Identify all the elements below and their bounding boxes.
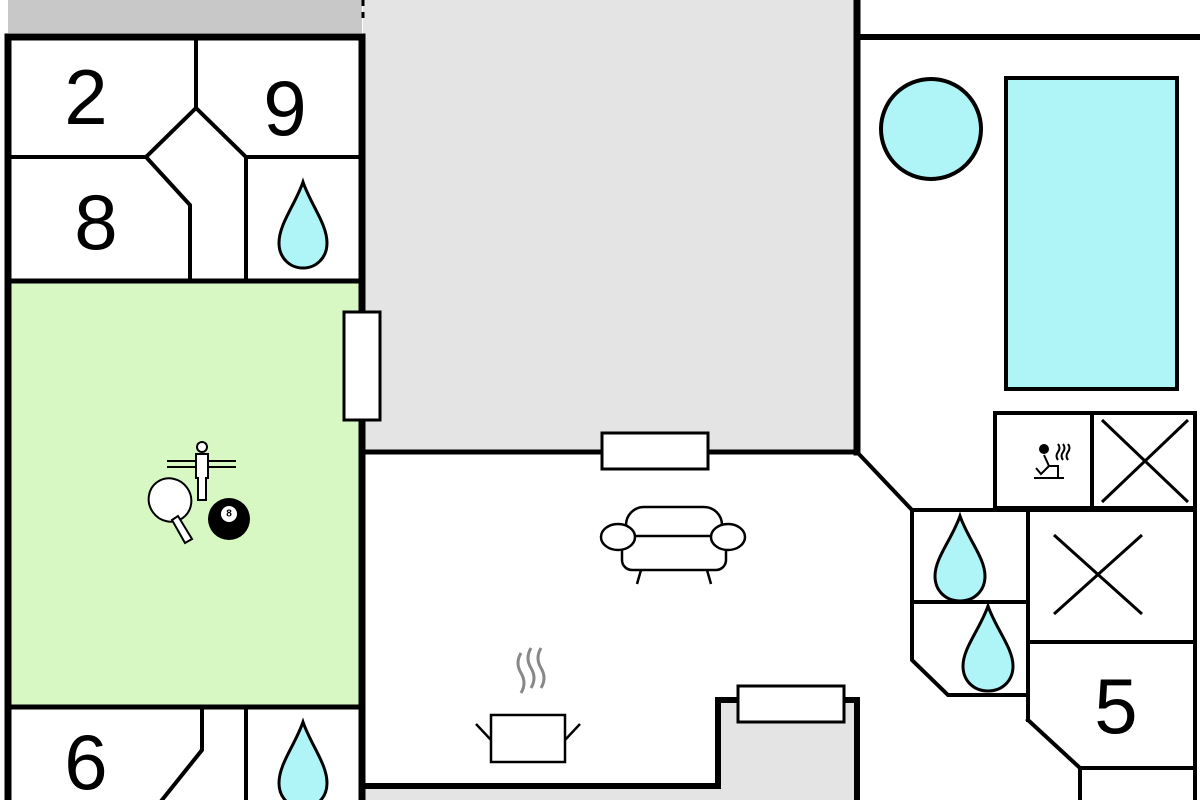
no-access-cross-icon xyxy=(1052,533,1144,616)
svg-text:8: 8 xyxy=(226,509,232,520)
room-8-number: 8 xyxy=(74,178,117,266)
room-5-number: 5 xyxy=(1094,662,1137,750)
walls xyxy=(4,0,1200,800)
water-drop-icon xyxy=(277,717,329,800)
room-6-number: 6 xyxy=(64,718,107,800)
window-center xyxy=(600,431,710,471)
table-tennis-icon xyxy=(147,477,194,545)
water-drop-icon xyxy=(933,511,987,603)
no-access-cross-icon xyxy=(1100,418,1190,504)
swimming-pool-icon xyxy=(1004,76,1179,391)
water-drop-icon xyxy=(961,601,1015,693)
table-football-icon xyxy=(167,441,236,501)
water-drop-icon xyxy=(277,177,329,270)
window-left xyxy=(342,310,382,422)
sauna-icon xyxy=(1034,443,1071,479)
billiard-ball-icon: 8 xyxy=(208,498,250,540)
hot-tub-icon xyxy=(879,77,983,181)
window-lower xyxy=(736,684,846,724)
room-2-number: 2 xyxy=(64,53,107,141)
central-open-area xyxy=(363,0,857,452)
room-9-number: 9 xyxy=(263,64,306,152)
top-strip xyxy=(8,0,362,33)
bottom-grey-strip xyxy=(363,786,723,800)
cooking-pot-icon xyxy=(475,647,581,764)
sofa-icon xyxy=(599,505,747,585)
